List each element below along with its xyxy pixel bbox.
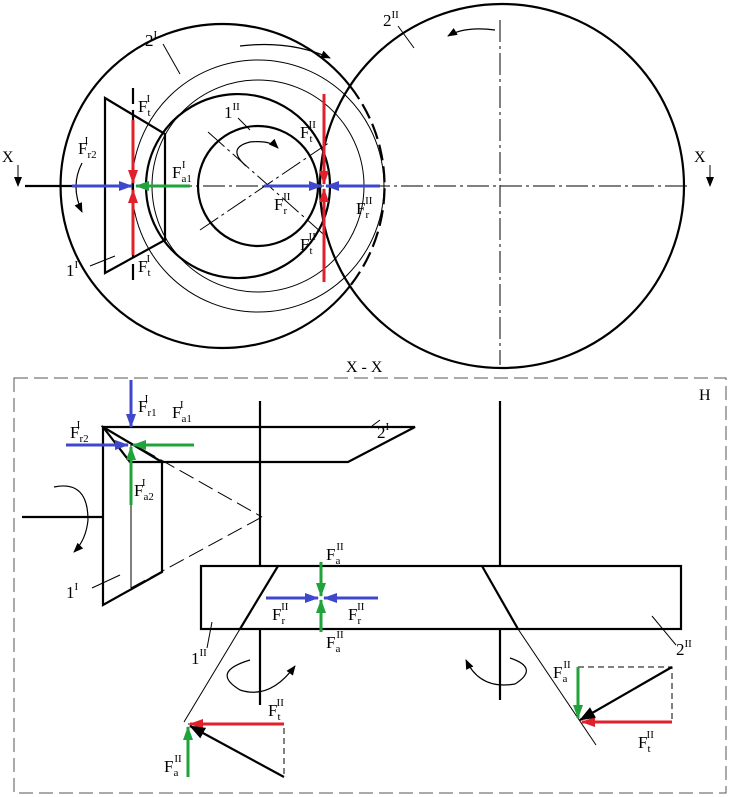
rotation-arrow-2II-section bbox=[465, 657, 527, 686]
gear-label-2I-section: 2I bbox=[377, 421, 390, 442]
helix-extension-left bbox=[183, 628, 241, 723]
pinion-1I-body bbox=[103, 96, 167, 275]
section-mark-left: X bbox=[2, 149, 14, 166]
gear-2I-section bbox=[100, 425, 416, 464]
top-view bbox=[14, 2, 714, 370]
force-label-ftII-left: FtII bbox=[268, 697, 284, 723]
force-label-ftII-bot: FtII bbox=[300, 231, 316, 257]
helix-line-1II bbox=[239, 565, 279, 630]
helix-line-2II bbox=[481, 565, 519, 630]
leader-1II-section bbox=[206, 621, 213, 649]
gear-label-2II: 2II bbox=[383, 9, 399, 30]
force-label-fr2I: Fr2I bbox=[70, 419, 89, 445]
housing-frame bbox=[13, 377, 727, 794]
resultant-left-arrow bbox=[189, 725, 285, 778]
leader-1I-section bbox=[91, 574, 121, 589]
force-label-faII-left: FaII bbox=[164, 753, 182, 779]
resultant-right-arrow bbox=[579, 666, 673, 721]
leader-2II-section bbox=[651, 615, 677, 646]
force-label-fr2I-top: Fr2I bbox=[78, 135, 97, 161]
rotation-arrow-1II-section bbox=[226, 659, 296, 693]
force-label-frII-left: FrII bbox=[272, 601, 289, 627]
leader-2I bbox=[162, 43, 181, 75]
helix-extension-right bbox=[517, 628, 597, 746]
force-label-ftII-right: FtII bbox=[638, 729, 654, 755]
pinion-1I-section bbox=[101, 425, 164, 607]
section-mark-right: X bbox=[694, 149, 706, 166]
leader-2II bbox=[397, 25, 415, 49]
force-label-ftII-top: FtII bbox=[300, 119, 316, 145]
pitch-cone-line-a bbox=[102, 426, 263, 518]
leader-1II bbox=[237, 117, 251, 131]
top-view-labels: X X 2I 2II 1II 1I Fr2I FtI FtI Fa1I FtII… bbox=[2, 9, 706, 280]
leader-2I-section bbox=[371, 419, 381, 427]
gear-label-1I-section: 1I bbox=[66, 581, 79, 602]
frame-label: H bbox=[699, 387, 711, 404]
section-view-labels: H 2I 1I 1II 2II Fr1I Fa1I Fr2I Fa2I FaII… bbox=[66, 387, 711, 779]
force-label-frII-inner: FrII bbox=[274, 191, 291, 217]
section-view bbox=[13, 377, 727, 794]
rotation-arrow-2I bbox=[239, 43, 331, 59]
force-label-faII-right: FaII bbox=[553, 659, 571, 685]
force-label-ftI-top: FtI bbox=[138, 93, 151, 119]
force-label-frII-outer: FrII bbox=[356, 195, 373, 221]
rotation-arrow-pinion-section bbox=[53, 485, 89, 553]
gear-label-2I: 2I bbox=[145, 29, 158, 50]
force-label-fa1I-top: Fa1I bbox=[172, 159, 192, 185]
force-label-faII-top: FaII bbox=[326, 541, 344, 567]
force-label-fa1I: Fa1I bbox=[172, 399, 192, 425]
gear-label-1I: 1I bbox=[66, 259, 79, 280]
pitch-cone-line-b bbox=[130, 516, 263, 589]
rotation-arrow-1II bbox=[236, 138, 279, 167]
gear-pair-section bbox=[199, 564, 683, 631]
section-title: X - X bbox=[346, 359, 383, 376]
force-label-ftI-bot: FtI bbox=[138, 253, 151, 279]
force-label-fr1I: Fr1I bbox=[138, 393, 157, 419]
gear-label-1II-section: 1II bbox=[191, 647, 207, 668]
force-label-faII-bot: FaII bbox=[326, 629, 344, 655]
gear-label-2II-section: 2II bbox=[676, 638, 692, 659]
gear-2I-outer-hidden-arc bbox=[349, 85, 386, 287]
force-label-fa2I: Fa2I bbox=[134, 477, 154, 503]
force-label-frII-right: FrII bbox=[348, 601, 365, 627]
rotation-arrow-2II bbox=[447, 27, 496, 37]
leader-1I bbox=[89, 255, 116, 267]
gear-label-1II: 1II bbox=[224, 101, 240, 122]
